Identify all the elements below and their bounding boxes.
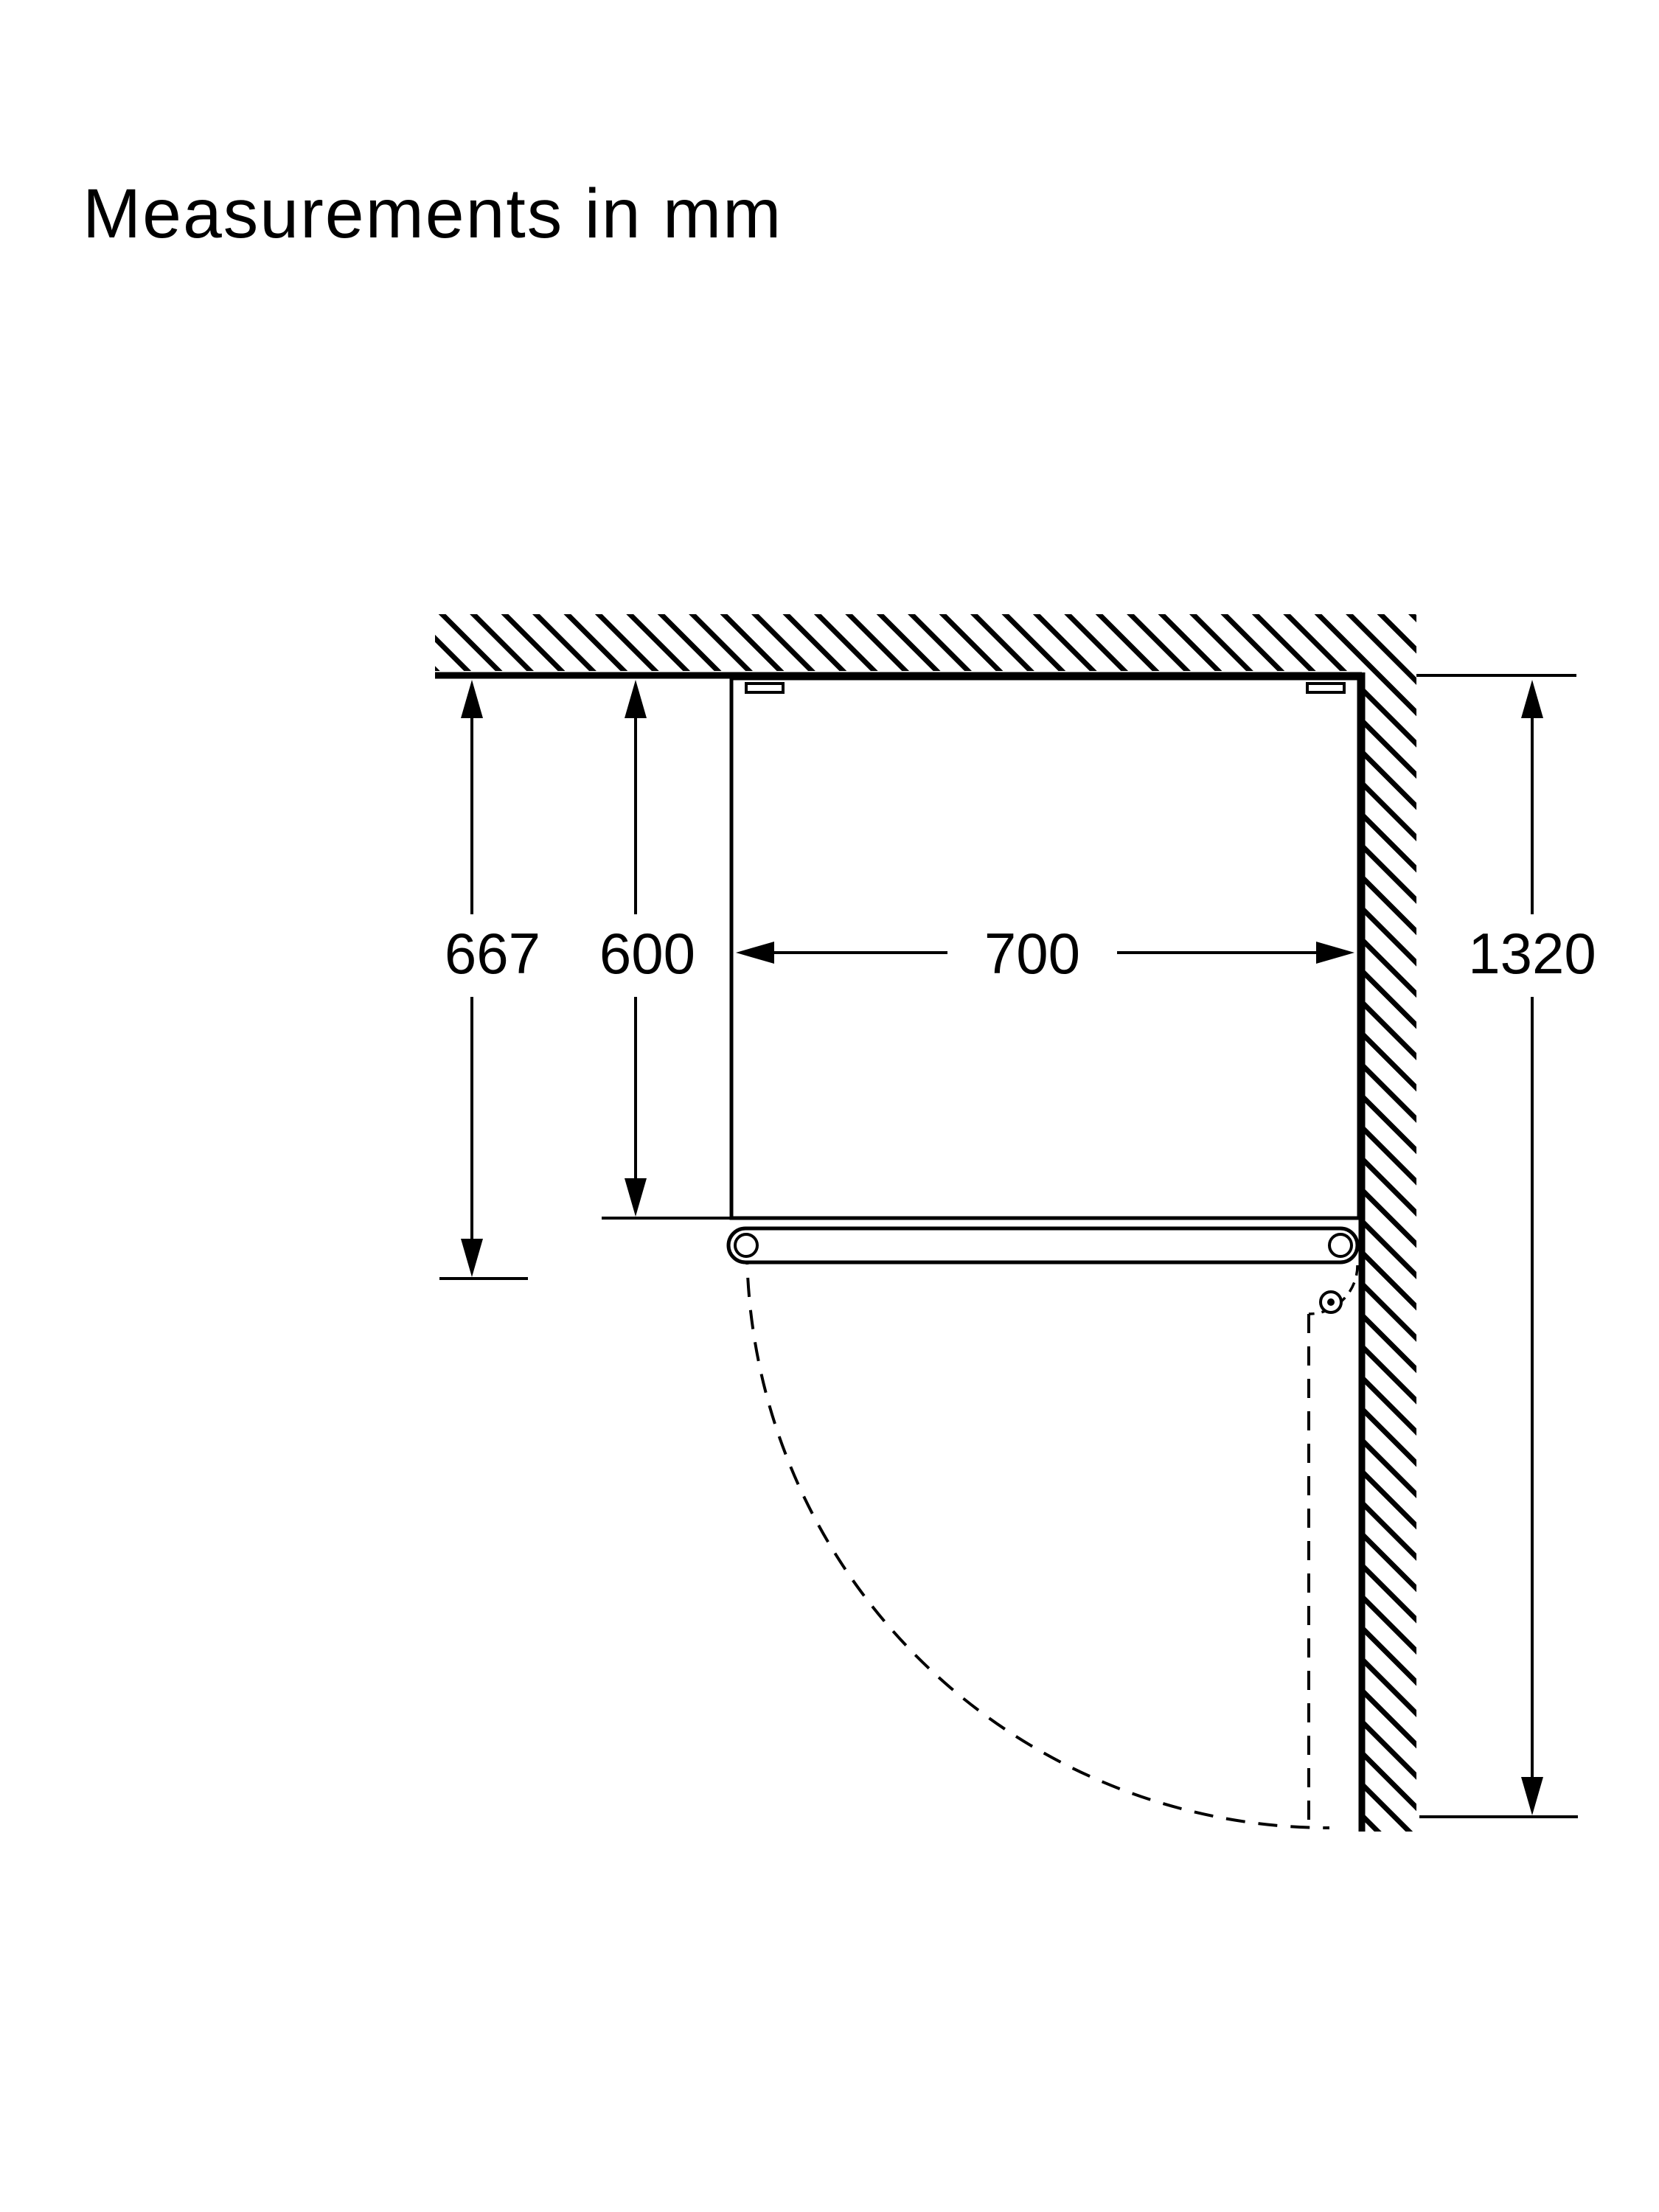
door-swing-connector-arc — [1308, 1265, 1359, 1315]
door-end-cap-left-icon — [734, 1233, 759, 1258]
hinge-pivot-center-dot — [1327, 1298, 1335, 1306]
appliance-body — [729, 676, 1361, 1220]
appliance-door — [726, 1226, 1360, 1265]
door-swing-arc — [745, 1245, 1330, 1829]
arrowhead-down-icon — [625, 1178, 647, 1217]
dim-label-depth-body: 600 — [599, 921, 695, 986]
appliance-rear-spacer-right — [1306, 682, 1346, 694]
dimension-side-clearance: 1320 — [1468, 680, 1596, 1815]
appliance-rear-spacer-left — [745, 682, 785, 694]
dimension-depth-total: 667 — [445, 680, 540, 1277]
arrowhead-up-icon — [625, 680, 647, 718]
door-swing — [745, 1245, 1359, 1829]
arrowhead-right-icon — [1316, 942, 1354, 964]
arrowhead-down-icon — [461, 1239, 483, 1277]
extension-lines — [439, 674, 1578, 1818]
appliance — [726, 676, 1361, 1314]
dim-label-width: 700 — [984, 921, 1080, 986]
door-end-cap-right-icon — [1328, 1233, 1353, 1258]
wall-hatch-top — [435, 614, 1416, 671]
arrowhead-up-icon — [461, 680, 483, 718]
arrowhead-up-icon — [1521, 680, 1543, 718]
arrowhead-down-icon — [1521, 1777, 1543, 1815]
page-title: Measurements in mm — [83, 175, 782, 253]
dimension-width: 700 — [736, 921, 1354, 986]
dim-label-side-clearance: 1320 — [1468, 921, 1596, 986]
dimension-depth-body: 600 — [599, 680, 695, 1217]
arrowhead-left-icon — [736, 942, 774, 964]
wall-structure — [435, 614, 1416, 1832]
wall-hatch-right — [1365, 671, 1416, 1832]
dim-label-depth-total: 667 — [445, 921, 540, 986]
